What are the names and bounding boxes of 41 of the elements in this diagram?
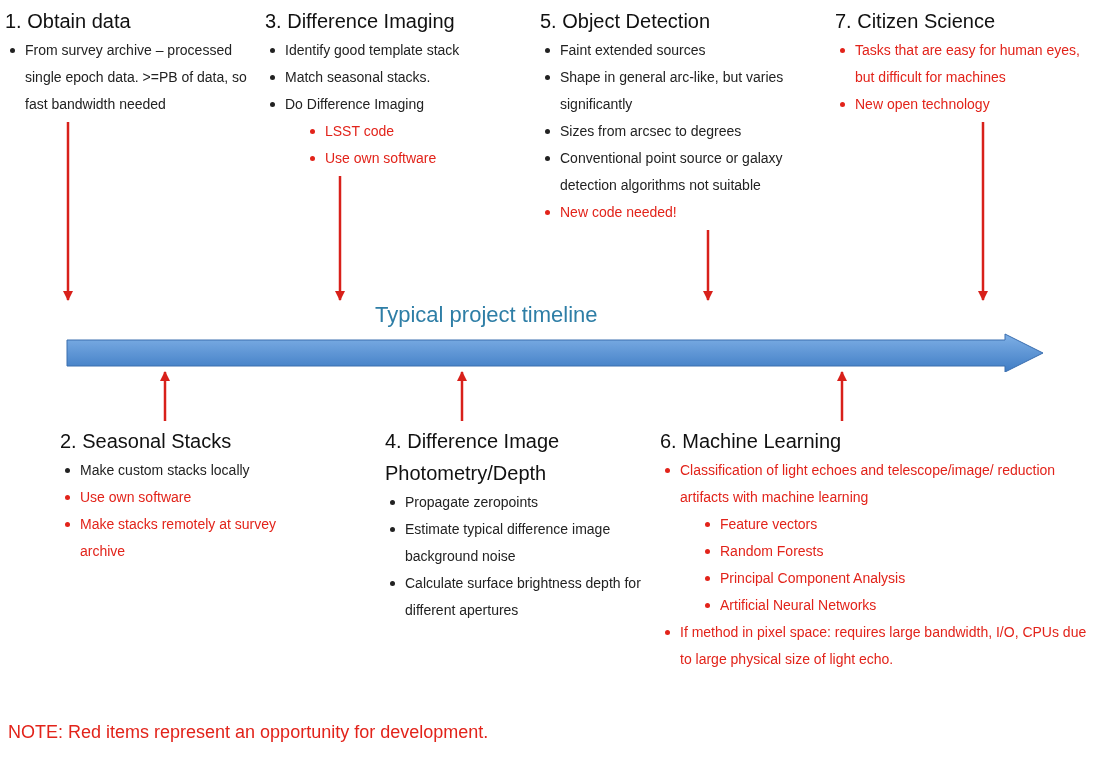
step-heading: 3. Difference Imaging xyxy=(265,9,455,34)
bullet-text: Identify good template stack xyxy=(285,42,460,58)
arrow xyxy=(703,230,713,301)
step-heading: 7. Citizen Science xyxy=(835,9,996,34)
step-heading: 6. Machine Learning xyxy=(660,429,842,454)
bullet-text: Conventional point source or galaxy detection algorithms not suitable xyxy=(560,150,783,193)
bullet-text: Principal Component Analysis xyxy=(720,570,906,586)
arrow xyxy=(978,122,988,301)
bullet-text: Use own software xyxy=(80,489,192,505)
step-heading: 5. Object Detection xyxy=(540,9,711,34)
bullet-text: Random Forests xyxy=(720,543,824,559)
bullet-text: Estimate typical difference image background noise xyxy=(405,521,611,564)
bullet-text: Faint extended sources xyxy=(560,42,706,58)
timeline-label: Typical project timeline xyxy=(375,301,598,329)
bullet-text: Tasks that are easy for human eyes, but difficult for machines xyxy=(855,42,1080,85)
bullet-text: Classification of light echoes and telescope/image/ reduction artifacts with machine learning xyxy=(680,462,1056,505)
bullet-text: New code needed! xyxy=(560,204,677,220)
bullet-text: Feature vectors xyxy=(720,516,818,532)
step-heading: 1. Obtain data xyxy=(5,9,131,34)
bullet-text: If method in pixel space: requires large bandwidth, I/O, CPUs due to large physical size of light echo. xyxy=(680,624,1087,667)
bullet-text: LSST code xyxy=(325,123,394,139)
arrow xyxy=(457,371,467,421)
bullet-text: From survey archive – processed single epoch data. >=PB of data, so fast bandwidth needed xyxy=(25,42,247,112)
arrow xyxy=(63,122,73,301)
bullet-text: Make stacks remotely at survey archive xyxy=(80,516,277,559)
arrow xyxy=(160,371,170,421)
arrow xyxy=(837,371,847,421)
step-heading: 2. Seasonal Stacks xyxy=(60,429,232,454)
bullet-text: Propagate zeropoints xyxy=(405,494,539,510)
bullet-text: Use own software xyxy=(325,150,437,166)
bullet-text: Make custom stacks locally xyxy=(80,462,250,478)
bullet-text: Do Difference Imaging xyxy=(285,96,425,112)
bullet-text: Shape in general arc-like, but varies significantly xyxy=(560,69,784,112)
bullet-text: Sizes from arcsec to degrees xyxy=(560,123,742,139)
bullet-text: Calculate surface brightness depth for different apertures xyxy=(405,575,641,618)
bullet-text: Match seasonal stacks. xyxy=(285,69,431,85)
note-text: NOTE: Red items represent an opportunity for development. xyxy=(8,722,489,743)
bullet-text: Artificial Neural Networks xyxy=(720,597,877,613)
bullet-text: New open technology xyxy=(855,96,990,112)
arrow xyxy=(335,176,345,301)
step-heading: 4. Difference Image Photometry/Depth xyxy=(385,429,561,486)
